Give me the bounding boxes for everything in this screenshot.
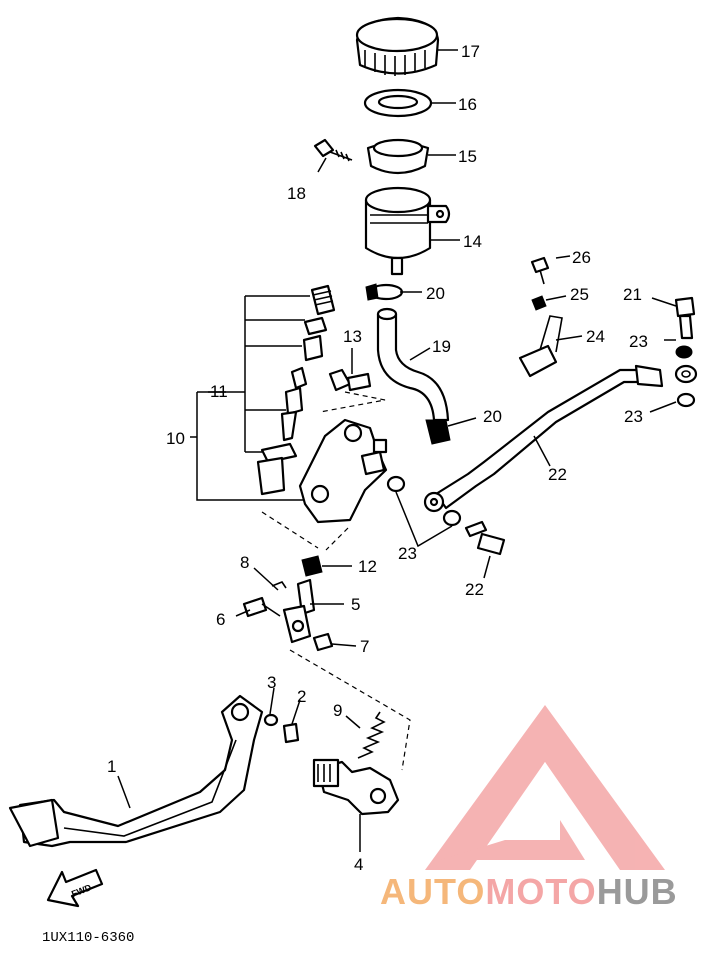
callout-19: 19 [432,337,451,356]
reservoir-cap-17 [355,16,440,76]
bolt-25 [530,256,550,285]
watermark-text: AUTOMOTOHUB [380,871,678,912]
watermark-hub: HUB [597,871,678,912]
washer-3 [263,713,279,727]
callout-16: 16 [458,95,477,114]
callout-8: 8 [240,553,249,572]
cotter-pin-8 [271,581,287,589]
washer-23-mid [442,509,462,527]
screw-18 [313,138,353,162]
diagram-code: 1UX110-6360 [42,930,134,946]
callout-13: 13 [343,327,362,346]
brake-pedal-1 [8,694,264,848]
callout-2: 2 [297,687,306,706]
callout-5: 5 [351,595,360,614]
callout-15: 15 [458,147,477,166]
washer-23-upper [675,345,693,359]
callout-17: 17 [461,42,480,61]
callout-4: 4 [354,855,363,874]
nut-12 [301,555,323,577]
callout-21: 22 [548,465,567,484]
callout-3: 3 [267,673,276,692]
callout-1: 1 [107,757,116,776]
callout-12: 12 [358,557,377,576]
master-cylinder-body [261,418,388,551]
banjo-bolt-13 [319,368,386,413]
callout-14: 14 [463,232,482,251]
reservoir-tank-14 [364,186,451,276]
callout-11: 11 [210,382,228,401]
leader-lines [117,49,677,852]
nut-7 [312,632,334,652]
piston-kit-11 [256,284,336,496]
callout-25: 26 [572,248,591,267]
watermark-logo [425,705,665,870]
callout-24: 24 [586,327,605,346]
hose-clamp-20-upper [365,283,404,301]
forward-arrow-icon: FWD [46,868,104,908]
washer-23-lower-right [676,392,696,408]
callout-22-upper: 21 [623,285,642,304]
callout-20-upper: 20 [426,284,445,303]
watermark-auto: AUTO [380,871,485,912]
callout-23-lower: 23 [398,544,417,563]
callout-22-lower: 22 [465,580,484,599]
callout-9: 9 [333,701,342,720]
diaphragm-15 [366,138,430,175]
callout-23-upper: 23 [629,332,648,351]
pedal-pivot-4 [312,758,400,816]
callout-6: 6 [216,610,225,629]
brake-hose-21 [423,364,698,513]
bolt-2 [282,722,300,744]
washer-26 [531,295,547,311]
assembly-dashline [289,649,411,771]
callout-10: 10 [166,429,185,448]
pin-6 [242,596,281,618]
watermark-moto: MOTO [485,871,596,912]
push-rod-5 [282,578,316,644]
callout-7: 7 [360,637,369,656]
callout-20-lower: 20 [483,407,502,426]
union-bolt-22-upper [674,296,696,340]
washer-23-left [386,475,406,493]
callout-26: 25 [570,285,589,304]
callout-18: 18 [287,184,306,203]
spring-9 [357,711,386,759]
diaphragm-plate-16 [363,88,433,118]
reservoir-hose-19 [376,307,451,445]
callout-23-right: 23 [624,407,643,426]
hose-bracket-24 [518,315,563,378]
union-bolt-22-lower [464,520,506,556]
